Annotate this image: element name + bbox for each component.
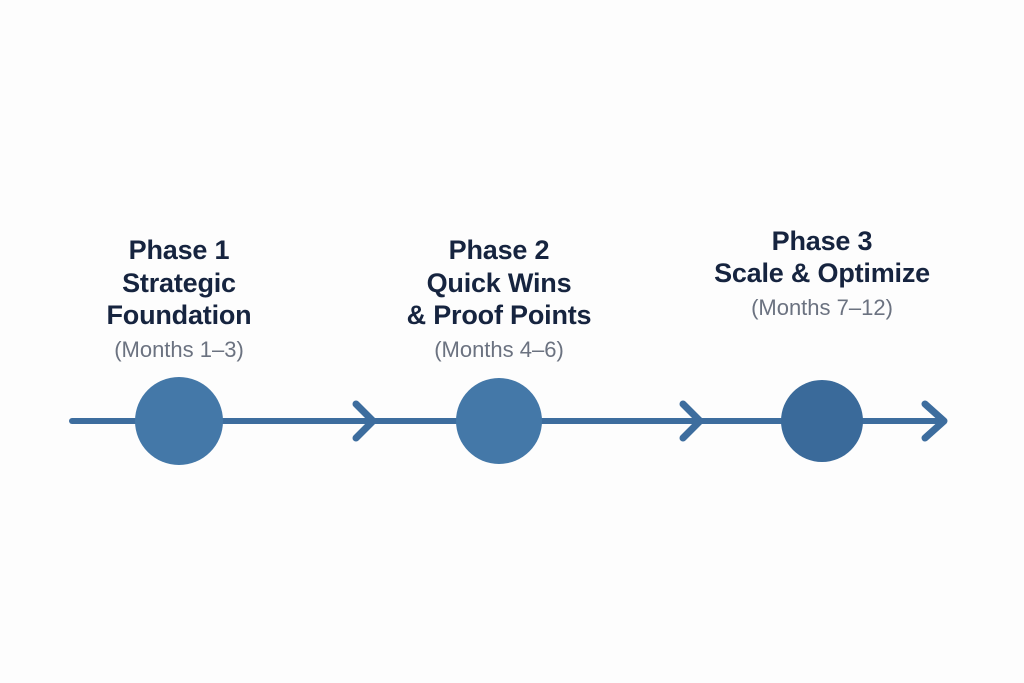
- phase-1-name-line-1: Strategic: [122, 267, 236, 298]
- phase-node-1-circle[interactable]: [135, 377, 223, 465]
- phase-label-2: Phase 2 Quick Wins & Proof Points (Month…: [349, 190, 649, 365]
- end-arrow-head-icon: [921, 400, 948, 442]
- phase-1-title: Phase 1: [128, 234, 230, 265]
- phase-label-3: Phase 3 Scale & Optimize (Months 7–12): [667, 190, 977, 323]
- phase-3-title: Phase 3: [771, 225, 873, 256]
- phase-3-months: (Months 7–12): [751, 295, 893, 321]
- phase-1-months: (Months 1–3): [114, 337, 244, 363]
- phase-node-2-circle[interactable]: [456, 378, 542, 464]
- phase-label-1: Phase 1 Strategic Foundation (Months 1–3…: [29, 190, 329, 365]
- phase-1-name-line-2: Foundation: [106, 300, 252, 331]
- phase-2-months: (Months 4–6): [434, 337, 564, 363]
- phase-3-name-line-1: Scale & Optimize: [714, 258, 930, 289]
- chevron-arrow-2-icon: [679, 400, 704, 442]
- phase-2-name-line-1: Quick Wins: [426, 267, 572, 298]
- phase-node-3-circle[interactable]: [781, 380, 863, 462]
- chevron-arrow-1-icon: [352, 400, 377, 442]
- phase-2-title: Phase 2: [448, 234, 550, 265]
- phase-2-name-line-2: & Proof Points: [406, 300, 592, 331]
